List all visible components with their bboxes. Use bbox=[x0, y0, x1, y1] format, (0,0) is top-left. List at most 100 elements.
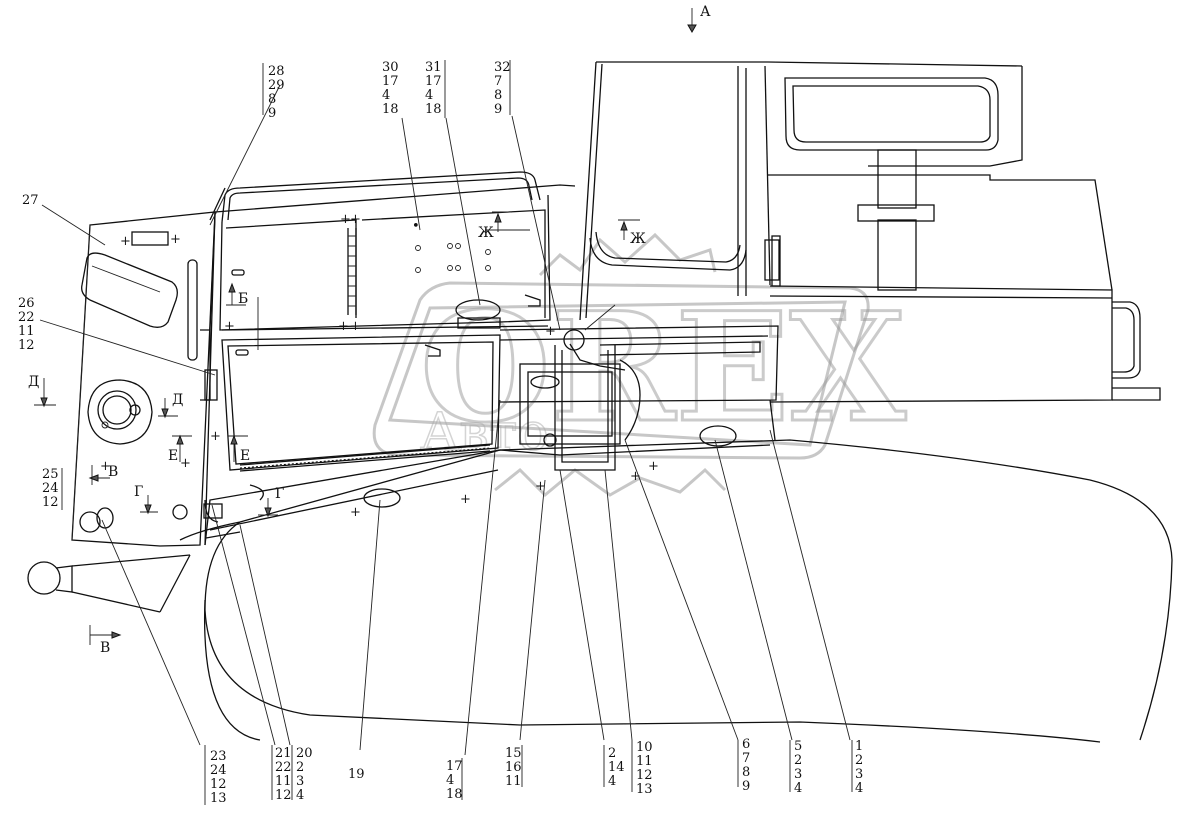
svg-text:12: 12 bbox=[210, 777, 227, 792]
svg-text:18: 18 bbox=[382, 102, 399, 117]
svg-text:4: 4 bbox=[382, 88, 390, 103]
svg-text:8: 8 bbox=[268, 92, 276, 107]
svg-text:2: 2 bbox=[794, 753, 802, 768]
svg-text:+: + bbox=[100, 459, 111, 474]
svg-text:21: 21 bbox=[275, 746, 292, 761]
callout-21: 21 22 11 12 bbox=[275, 746, 292, 803]
callout-15: 15 16 11 bbox=[505, 746, 522, 789]
svg-text:2: 2 bbox=[608, 746, 616, 761]
svg-text:+: + bbox=[224, 319, 235, 334]
svg-text:31: 31 bbox=[425, 60, 442, 75]
svg-text:3: 3 bbox=[296, 774, 304, 789]
svg-text:17: 17 bbox=[382, 74, 399, 89]
svg-text:9: 9 bbox=[268, 106, 276, 121]
svg-text:+: + bbox=[350, 505, 361, 520]
svg-text:9: 9 bbox=[742, 779, 750, 794]
svg-text:+: + bbox=[630, 469, 641, 484]
marker-e-left: Е bbox=[168, 448, 178, 464]
callout-17: 17 4 18 bbox=[446, 759, 463, 802]
svg-text:20: 20 bbox=[296, 746, 313, 761]
marker-v-top: В bbox=[108, 464, 118, 480]
leader-lines bbox=[39, 60, 853, 805]
marker-g-right: Г bbox=[275, 486, 284, 502]
svg-text:4: 4 bbox=[794, 781, 802, 796]
callout-25: 25 24 12 bbox=[42, 467, 59, 510]
svg-text:+: + bbox=[120, 234, 131, 249]
svg-text:27: 27 bbox=[22, 193, 39, 208]
svg-text:17: 17 bbox=[425, 74, 442, 89]
marker-zh-left: Ж bbox=[478, 225, 494, 241]
callout-6: 6 7 8 9 bbox=[742, 737, 750, 794]
svg-text:12: 12 bbox=[636, 768, 653, 783]
svg-text:12: 12 bbox=[18, 338, 35, 353]
callout-31: 31 17 4 18 bbox=[425, 60, 442, 117]
svg-text:7: 7 bbox=[494, 74, 502, 89]
svg-text:5: 5 bbox=[794, 739, 802, 754]
svg-text:+: + bbox=[545, 324, 556, 339]
svg-text:13: 13 bbox=[636, 782, 653, 797]
svg-text:9: 9 bbox=[494, 102, 502, 117]
svg-text:23: 23 bbox=[210, 749, 227, 764]
svg-text:3: 3 bbox=[794, 767, 802, 782]
svg-text:+: + bbox=[648, 459, 659, 474]
callout-1: 1 2 3 4 bbox=[855, 739, 863, 796]
cab-door-frame bbox=[499, 325, 779, 471]
svg-text:15: 15 bbox=[505, 746, 522, 761]
svg-text:14: 14 bbox=[608, 760, 625, 775]
svg-text:+: + bbox=[350, 319, 361, 334]
watermark: OREX Авто bbox=[372, 232, 908, 498]
svg-text:17: 17 bbox=[446, 759, 463, 774]
svg-text:29: 29 bbox=[268, 78, 285, 93]
svg-text:+: + bbox=[460, 492, 471, 507]
svg-text:11: 11 bbox=[505, 774, 522, 789]
callout-5: 5 2 3 4 bbox=[794, 739, 802, 796]
callout-32: 32 7 8 9 bbox=[494, 60, 511, 117]
svg-text:•: • bbox=[412, 219, 420, 234]
svg-text:25: 25 bbox=[42, 467, 59, 482]
svg-text:4: 4 bbox=[446, 773, 454, 788]
callouts: 27 26 22 11 12 25 24 12 28 29 8 9 30 17 … bbox=[18, 60, 863, 806]
svg-text:32: 32 bbox=[494, 60, 511, 75]
svg-text:+: + bbox=[350, 212, 361, 227]
svg-text:22: 22 bbox=[275, 760, 292, 775]
marker-g-left: Г bbox=[134, 484, 143, 500]
svg-text:18: 18 bbox=[425, 102, 442, 117]
section-markers: А Б В В Г Г Д Д Е Е Ж Ж bbox=[28, 4, 711, 656]
svg-text:+: + bbox=[338, 319, 349, 334]
svg-text:8: 8 bbox=[494, 88, 502, 103]
svg-text:13: 13 bbox=[210, 791, 227, 806]
svg-text:7: 7 bbox=[742, 751, 750, 766]
marker-v-bottom: В bbox=[100, 640, 110, 656]
marker-d-left: Д bbox=[28, 374, 39, 390]
callout-23: 23 24 12 13 bbox=[210, 749, 227, 806]
svg-text:4: 4 bbox=[855, 781, 863, 796]
marker-b: Б bbox=[238, 291, 248, 307]
marker-e-right: Е bbox=[240, 448, 250, 464]
svg-text:+: + bbox=[535, 479, 546, 494]
svg-text:3: 3 bbox=[855, 767, 863, 782]
svg-text:+: + bbox=[210, 429, 221, 444]
crawler-track bbox=[179, 439, 1173, 743]
svg-text:+: + bbox=[170, 232, 181, 247]
svg-text:10: 10 bbox=[636, 740, 653, 755]
svg-text:+: + bbox=[180, 456, 191, 471]
svg-text:11: 11 bbox=[18, 324, 35, 339]
svg-text:11: 11 bbox=[636, 754, 653, 769]
svg-text:24: 24 bbox=[210, 763, 227, 778]
svg-text:28: 28 bbox=[268, 64, 285, 79]
svg-text:11: 11 bbox=[275, 774, 292, 789]
tow-hook bbox=[27, 554, 191, 613]
svg-text:4: 4 bbox=[425, 88, 433, 103]
svg-text:26: 26 bbox=[18, 296, 35, 311]
svg-text:2: 2 bbox=[855, 753, 863, 768]
svg-text:24: 24 bbox=[42, 481, 59, 496]
callout-26: 26 22 11 12 bbox=[18, 296, 35, 353]
svg-text:16: 16 bbox=[505, 760, 522, 775]
svg-text:6: 6 bbox=[742, 737, 750, 752]
callout-2: 2 14 4 bbox=[608, 746, 625, 789]
svg-text:8: 8 bbox=[742, 765, 750, 780]
svg-text:+: + bbox=[340, 212, 351, 227]
marker-d-right: Д bbox=[172, 392, 183, 408]
